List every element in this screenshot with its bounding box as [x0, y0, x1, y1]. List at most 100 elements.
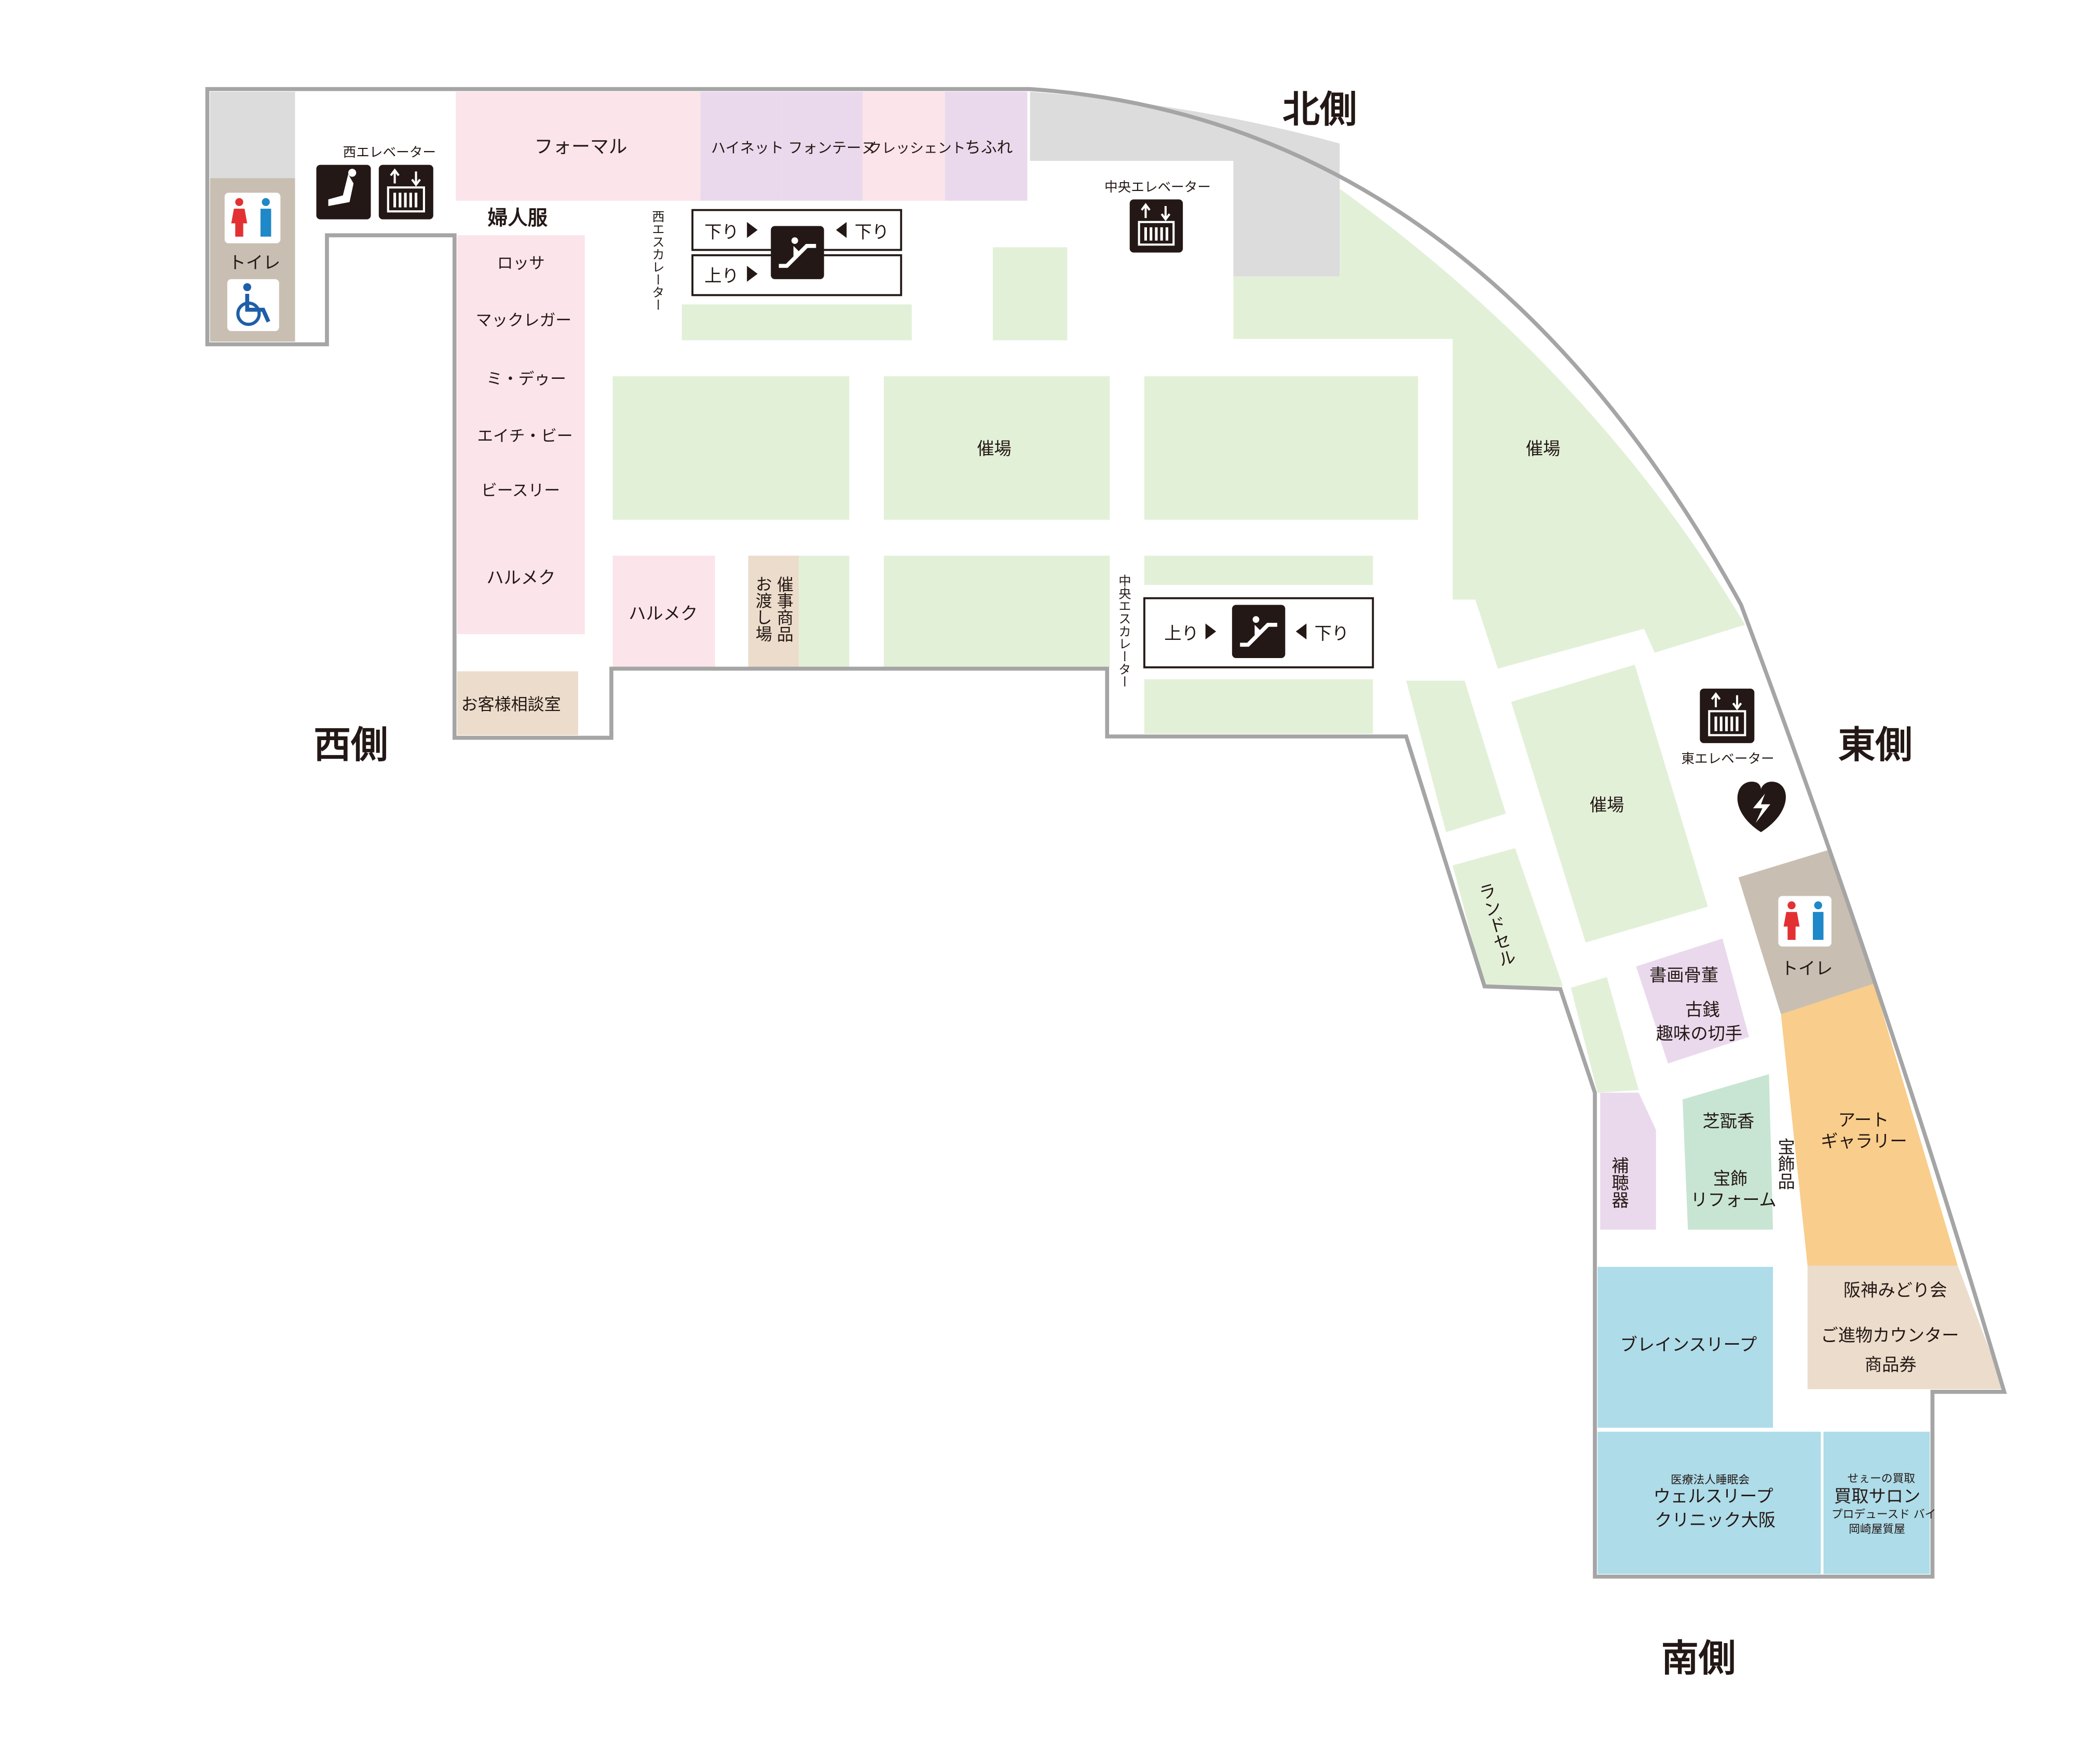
- toilet-west-label: トイレ: [228, 252, 280, 272]
- toilet-east-label: トイレ: [1781, 959, 1833, 979]
- shop-jewelry-reform-label: 宝飾 リフォーム: [1690, 1168, 1776, 1210]
- shop-old-coins-label: 古銭 趣味の切手: [1656, 1000, 1742, 1044]
- event-delivery-label: 催事商品 お渡し場: [753, 576, 794, 647]
- event-space-1[interactable]: [883, 376, 1110, 520]
- shop-macgregor-label: マックレガー: [476, 311, 571, 330]
- event-delivery-line2: お渡し場: [753, 576, 773, 642]
- shop-old-coins-line2: 趣味の切手: [1656, 1023, 1742, 1044]
- elevator-icon[interactable]: [378, 165, 433, 220]
- shop-halmek-2-label: ハルメク: [629, 604, 698, 624]
- clinic-org-label: 医療法人睡眠会: [1671, 1474, 1750, 1487]
- central-elevator-label: 中央エレベーター: [1104, 180, 1211, 195]
- salon-org-label: 岡崎屋質屋: [1849, 1523, 1905, 1536]
- west-escalator-label: 西エスカレーター: [650, 210, 665, 311]
- shop-cressient[interactable]: [862, 91, 945, 201]
- shop-hearing-aid[interactable]: [1600, 1092, 1656, 1230]
- central-escalator-label: 中央エスカレーター: [1117, 575, 1132, 688]
- shop-old-coins-line1: 古銭: [1685, 1000, 1720, 1020]
- shop-hb-label: エイチ・ビー: [477, 427, 572, 445]
- event-block-s: [883, 555, 1110, 667]
- shop-rossa-label: ロッサ: [497, 254, 545, 272]
- gift-card-label: 商品券: [1865, 1355, 1917, 1375]
- buy-salon-block[interactable]: [1823, 1431, 1930, 1574]
- art-gallery-label: アート ギャラリー: [1821, 1110, 1907, 1152]
- clinic-name-label: ウェルスリープ: [1654, 1486, 1773, 1507]
- art-gallery-line1: アート: [1838, 1110, 1889, 1130]
- west-escalator-down-right-label: 下り: [855, 222, 890, 242]
- shop-hainet[interactable]: [700, 91, 782, 201]
- womens-wear-heading: 婦人服: [488, 207, 548, 230]
- wheelchair-icon: [227, 279, 279, 331]
- shop-antiques-label: 書画骨董: [1649, 965, 1718, 985]
- womens-wear-block[interactable]: [457, 235, 585, 634]
- shop-fontene-label: フォンテーヌ: [788, 140, 876, 157]
- art-gallery-line2: ギャラリー: [1821, 1131, 1907, 1152]
- shop-chifure[interactable]: [945, 91, 1028, 201]
- customer-consultation-room[interactable]: [457, 671, 578, 735]
- shop-shibaraku-label: 芝翫香: [1702, 1111, 1754, 1131]
- direction-north: 北側: [1282, 88, 1357, 131]
- shop-brain-sleep[interactable]: [1597, 1267, 1773, 1428]
- event-space-3[interactable]: [1511, 664, 1708, 943]
- elevator-icon[interactable]: [1700, 688, 1755, 743]
- customer-room-label: お客様相談室: [461, 694, 561, 714]
- shop-hearing-aid-label: 補聴器: [1609, 1157, 1629, 1209]
- event-block-nw: [681, 304, 912, 340]
- event-block-se2: [1144, 679, 1373, 734]
- central-escalator-down-label: 下り: [1315, 623, 1349, 644]
- west-elevator-label: 西エレベーター: [343, 145, 436, 160]
- shop-formal-label: フォーマル: [534, 136, 627, 158]
- elevator-icon[interactable]: [1129, 199, 1183, 253]
- salon-by-label: プロデュースド バイ: [1832, 1508, 1936, 1521]
- event-space-2-label: 催場: [1526, 439, 1561, 459]
- west-escalator-up-label: 上り: [704, 266, 739, 286]
- escalator-icon[interactable]: [771, 226, 824, 279]
- shop-formal[interactable]: [456, 91, 701, 201]
- gift-counter-label: ご進物カウンター: [1821, 1325, 1959, 1346]
- event-space-2[interactable]: [1233, 188, 1745, 669]
- aed-icon[interactable]: [1737, 782, 1786, 832]
- event-block-sw: [799, 555, 850, 667]
- service-area-north: [1030, 91, 1340, 277]
- arrow-right-icon: [747, 266, 758, 282]
- seat-icon[interactable]: [316, 165, 371, 220]
- event-block-east-strip: [1406, 680, 1506, 832]
- shop-jewelry-green[interactable]: [1682, 1074, 1773, 1230]
- shop-fontene[interactable]: [781, 91, 863, 201]
- escalator-icon[interactable]: [1232, 605, 1286, 658]
- shop-b3-label: ビースリー: [481, 481, 560, 500]
- event-block-pillar: [992, 247, 1068, 340]
- arrow-left-icon: [1295, 623, 1307, 640]
- female-toilet-icon: [1778, 896, 1832, 947]
- midori-label: 阪神みどり会: [1843, 1280, 1947, 1300]
- direction-west: 西側: [313, 723, 388, 767]
- shop-jewelry-reform-line1: 宝飾: [1713, 1168, 1748, 1188]
- event-delivery-line1: 催事商品: [774, 576, 794, 642]
- clinic-block[interactable]: [1597, 1431, 1821, 1574]
- shop-antiques[interactable]: [1636, 938, 1750, 1064]
- salon-name-label: 買取サロン: [1834, 1486, 1920, 1507]
- event-delivery-counter[interactable]: [748, 555, 799, 667]
- shop-cressient-label: クレッシェント: [868, 141, 965, 157]
- art-gallery[interactable]: [1781, 983, 1958, 1266]
- event-space-1-label: 催場: [977, 439, 1012, 459]
- event-block-se1: [1144, 555, 1373, 585]
- event-block-south-strip: [1570, 977, 1639, 1093]
- shop-halmek-2[interactable]: [612, 555, 715, 667]
- clinic-name2-label: クリニック大阪: [1655, 1510, 1775, 1530]
- shop-jewelry-label: 宝飾品: [1775, 1138, 1795, 1190]
- service-area-nw: [210, 91, 295, 179]
- event-block-w: [612, 376, 850, 520]
- gift-counter-area[interactable]: [1807, 1265, 2004, 1389]
- shop-midieux-label: ミ・デゥー: [486, 370, 566, 388]
- shop-randsel[interactable]: [1452, 848, 1563, 987]
- shop-hainet-label: ハイネット: [711, 140, 784, 157]
- shop-chifure-label: ちふれ: [965, 139, 1013, 157]
- shop-brain-sleep-label: ブレインスリープ: [1620, 1334, 1757, 1355]
- event-block-e: [1144, 376, 1418, 520]
- shop-jewelry-reform-line2: リフォーム: [1690, 1189, 1776, 1210]
- arrow-right-icon: [1205, 623, 1217, 640]
- direction-south: 南側: [1661, 1636, 1736, 1680]
